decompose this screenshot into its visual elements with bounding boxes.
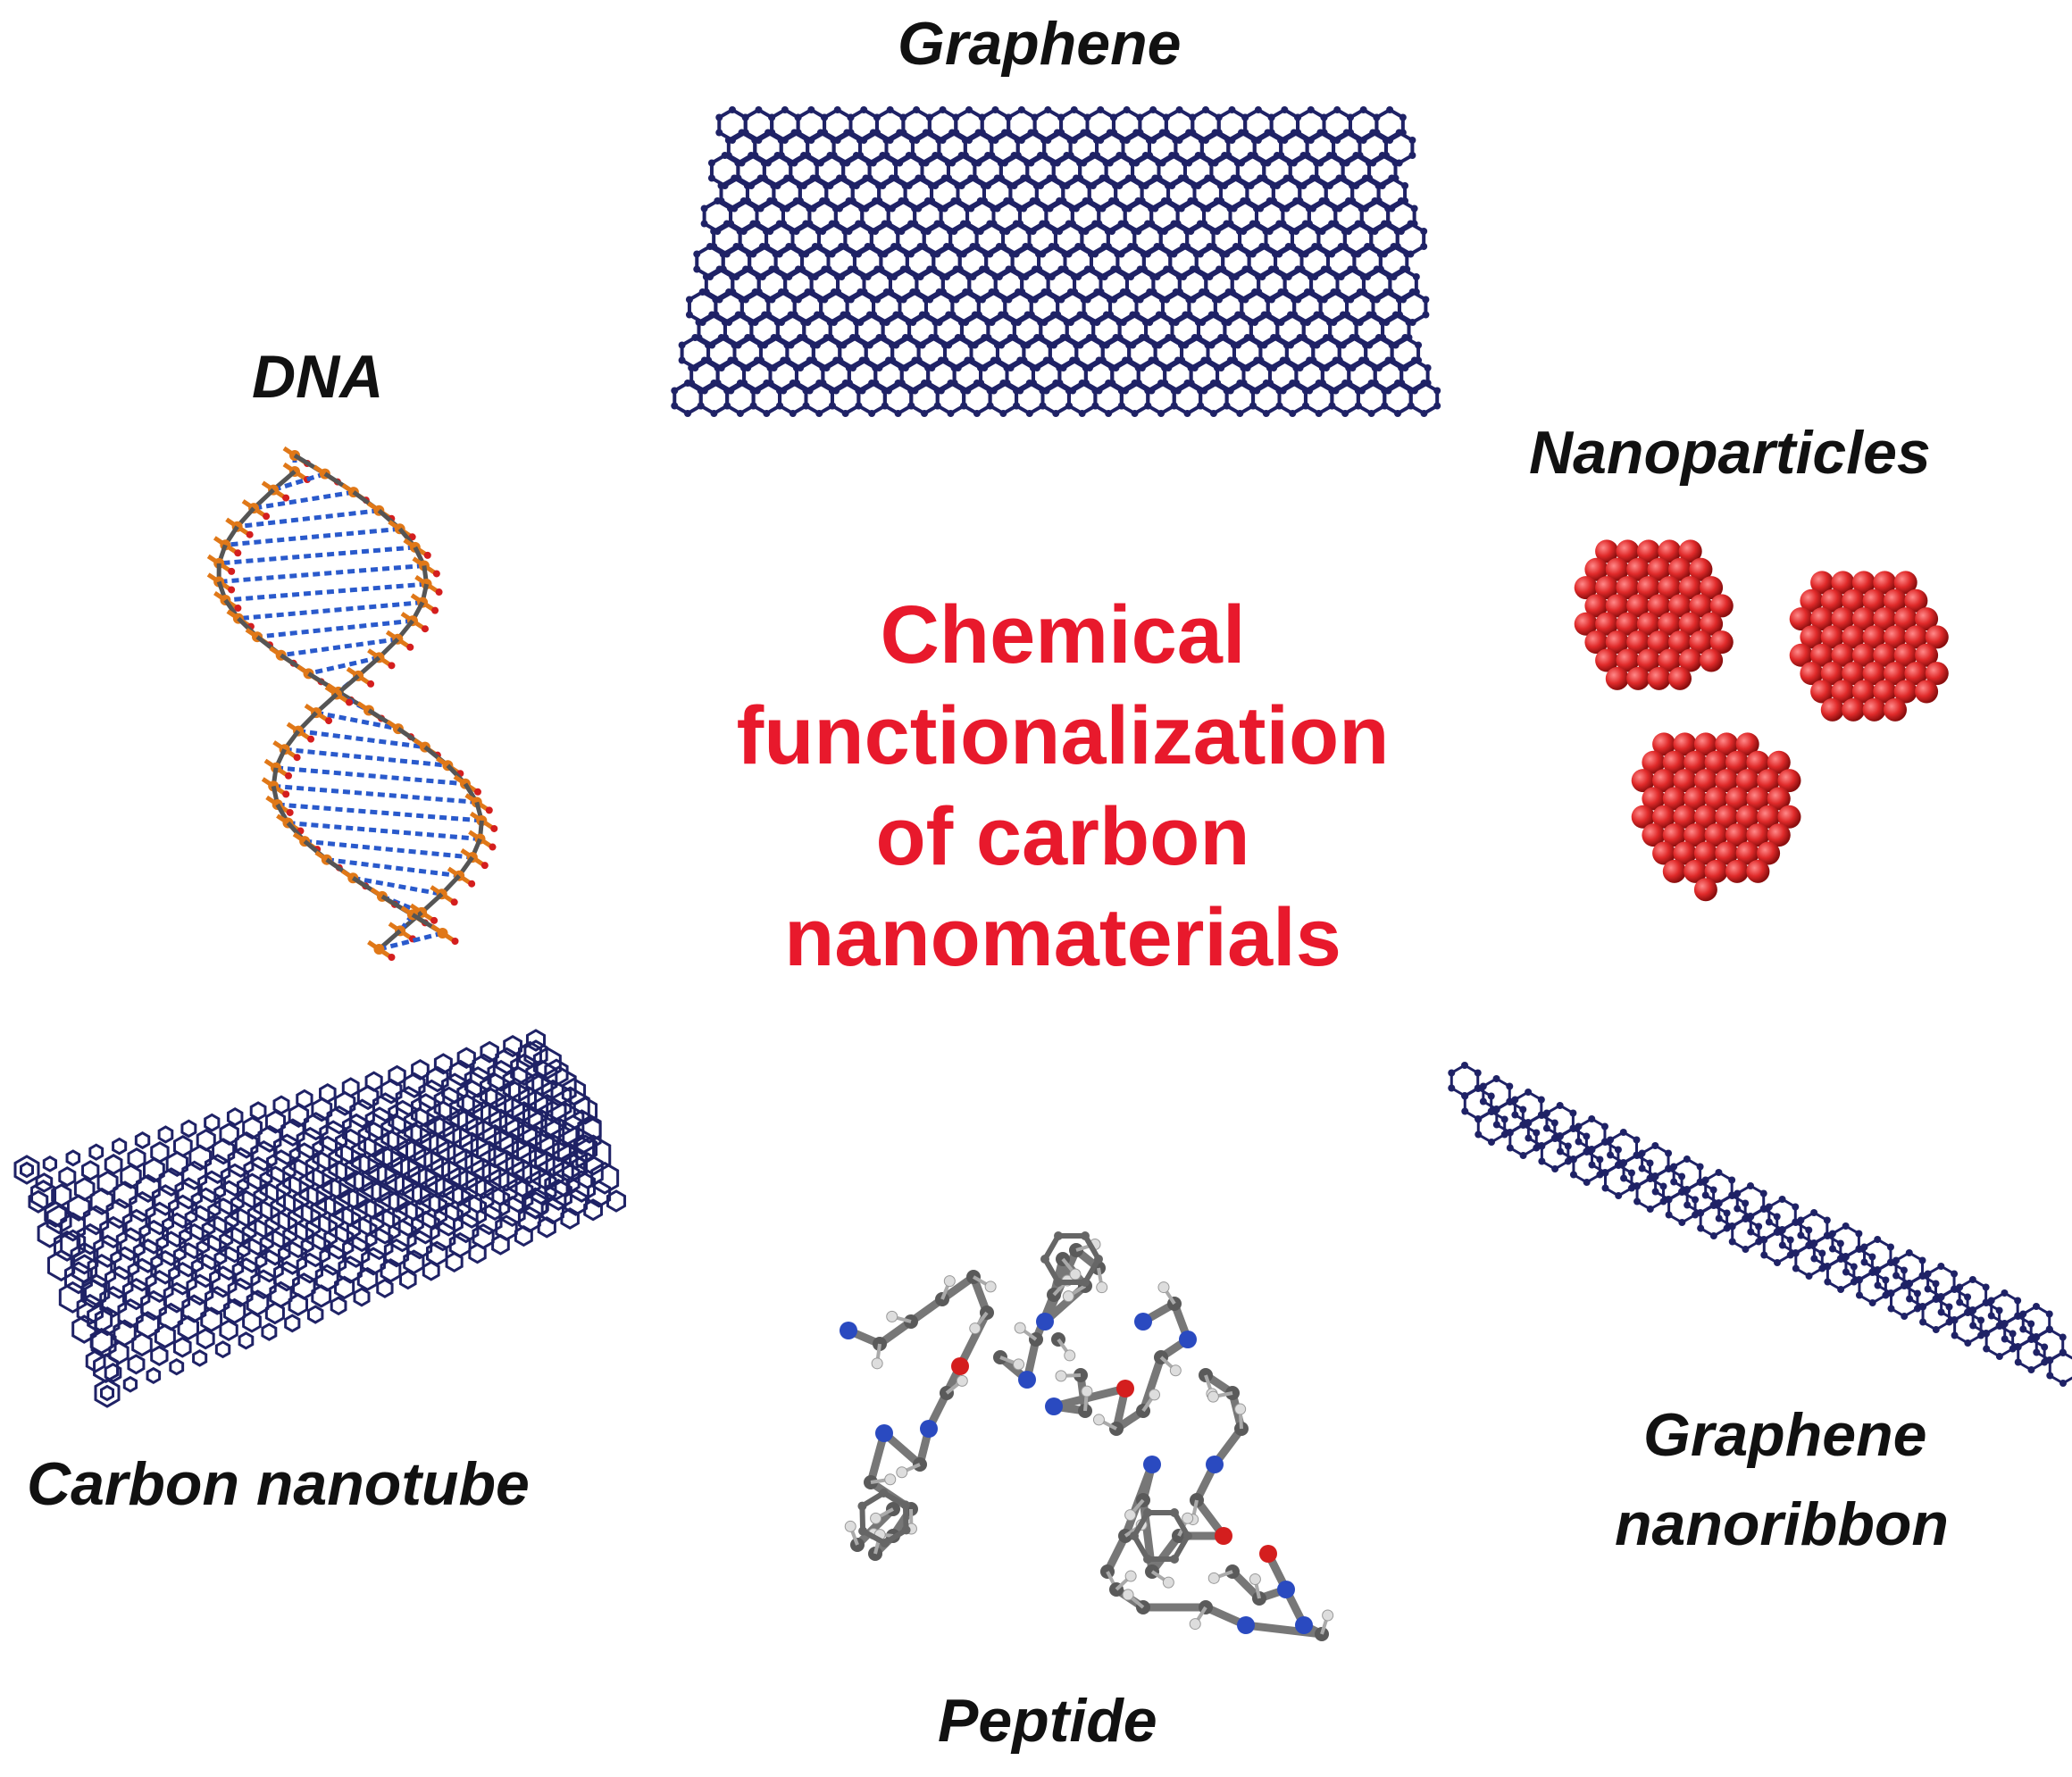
peptide-illustration bbox=[0, 0, 2072, 1777]
